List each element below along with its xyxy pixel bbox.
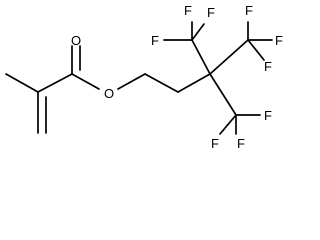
fluorine-label: F (245, 3, 253, 18)
bond-methyl-alpha-carbon (5, 73, 39, 93)
bond-ch2-ch2 (144, 73, 179, 93)
carbonyl-oxygen-label: O (71, 33, 81, 48)
bond-upper-cf3-f-right (191, 23, 205, 41)
fluorine-label: F (184, 3, 192, 18)
fluorine-label: F (211, 136, 219, 151)
bond-right-cf3-f-bottom (247, 39, 265, 61)
fluorine-label: F (151, 33, 159, 48)
fluorine-label: F (264, 59, 272, 74)
atom-labels: O O F F F F F F F F F (71, 3, 283, 151)
bond-quaternary-right-cf3 (209, 39, 249, 75)
bond-alpha-carbon-carbonyl (37, 73, 73, 93)
bond-lower-cf3-f-left (219, 114, 237, 135)
bond-quaternary-upper-cf3 (191, 39, 211, 75)
bond-carbonyl-ester-oxygen (71, 73, 100, 90)
fluorine-label: F (264, 108, 272, 123)
bond-ester-oxygen-ch2 (117, 73, 146, 90)
fluorine-label: F (275, 33, 283, 48)
fluorine-label: F (237, 136, 245, 151)
bond-quaternary-lower-cf3 (209, 73, 237, 116)
structural-formula: O O F F F F F F F F F (5, 3, 283, 151)
ester-oxygen-label: O (104, 86, 114, 101)
bonds (5, 21, 273, 135)
bond-ch2-quaternary-carbon (177, 73, 211, 93)
fluorine-label: F (207, 5, 215, 20)
